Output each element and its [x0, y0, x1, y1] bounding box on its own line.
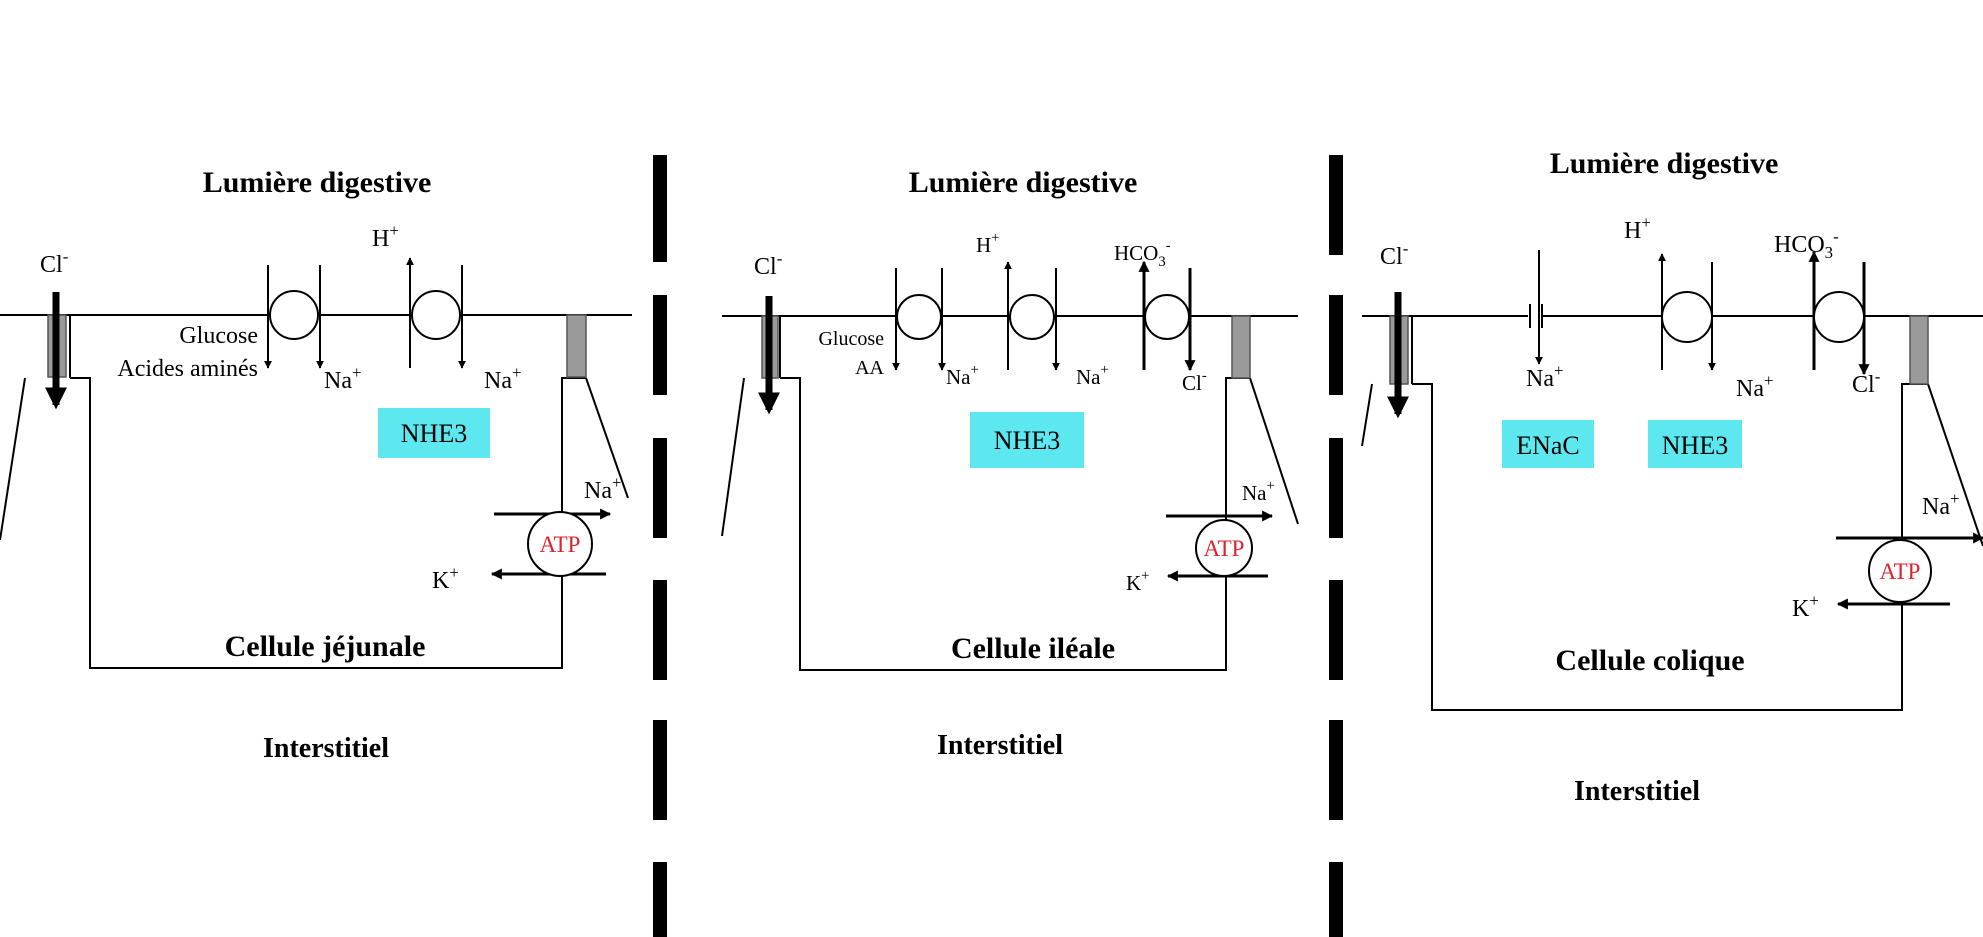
- pump-sodium-label: Na+: [1242, 478, 1275, 505]
- pump-sodium-label: Na+: [1922, 489, 1959, 520]
- nhe3-box: [1648, 420, 1742, 468]
- lumen-title: Lumière digestive: [203, 166, 432, 199]
- enac-box: [1502, 420, 1594, 468]
- chloride-label: Cl-: [1380, 239, 1408, 270]
- antiporter-circle: [411, 290, 461, 340]
- nhe3-label: NHE3: [1662, 431, 1728, 460]
- substrate-label: Glucose: [179, 323, 258, 349]
- interstitium-label: Interstitiel: [263, 733, 389, 764]
- panel-colonic: Lumière digestive Cl- Na+ H+ Na+ HCO3- C…: [1361, 147, 1983, 807]
- sodium-label: Na+: [1076, 362, 1109, 389]
- substrate-label: AA: [855, 357, 884, 379]
- bicarbonate-label: HCO3-: [1114, 238, 1171, 270]
- cotransporter-circle: [269, 290, 319, 340]
- tight-junction-right: [1909, 315, 1929, 385]
- antiporter-circle: [1009, 294, 1055, 340]
- nhe3-box: [970, 412, 1084, 468]
- pump-sodium-label: Na+: [584, 473, 621, 504]
- chloride-label: Cl-: [40, 247, 68, 278]
- cell-name: Cellule iléale: [951, 632, 1115, 665]
- neighbor-cell-left: [1361, 383, 1373, 447]
- proton-label: H+: [976, 230, 999, 257]
- substrate-label: Acides aminés: [117, 356, 258, 382]
- sodium-label: Na+: [1526, 361, 1563, 392]
- exchanger-circle: [1144, 294, 1190, 340]
- neighbor-cell-right: [585, 377, 629, 499]
- sodium-label: Na+: [484, 363, 521, 394]
- atp-pump-circle: [1868, 539, 1932, 603]
- neighbor-cell-left: [0, 377, 26, 541]
- sodium-label: Na+: [324, 363, 361, 394]
- chloride-label: Cl-: [1852, 367, 1880, 398]
- cell-outline: [780, 377, 1250, 671]
- cell-name: Cellule colique: [1555, 644, 1744, 677]
- exchanger-circle: [1813, 291, 1865, 343]
- nhe3-label: NHE3: [994, 426, 1060, 455]
- panel-separators: [653, 155, 1343, 937]
- atp-pump-circle: [527, 511, 593, 577]
- panel-jejunal: Lumière digestive Cl- Glucose Acides ami…: [0, 166, 632, 764]
- cell-name: Cellule jéjunale: [225, 630, 426, 663]
- proton-label: H+: [1624, 213, 1651, 244]
- antiporter-circle: [1661, 291, 1713, 343]
- bicarbonate-label: HCO3-: [1774, 227, 1839, 262]
- chloride-label: Cl-: [1182, 368, 1207, 395]
- pump-potassium-label: K+: [1792, 591, 1819, 622]
- atp-label: ATP: [540, 532, 581, 557]
- nhe3-box: [378, 408, 490, 458]
- neighbor-cell-right: [1249, 377, 1299, 525]
- substrate-label: Glucose: [818, 328, 884, 350]
- proton-label: H+: [372, 221, 399, 252]
- pump-potassium-label: K+: [1126, 568, 1149, 595]
- cell-outline: [1412, 383, 1928, 711]
- atp-label: ATP: [1880, 559, 1921, 584]
- lumen-title: Lumière digestive: [1550, 147, 1779, 180]
- chloride-label: Cl-: [754, 249, 782, 280]
- tight-junction-right: [1231, 315, 1251, 379]
- panel-ileal: Lumière digestive Cl- Glucose AA Na+ H+ …: [721, 166, 1299, 761]
- tight-junction-right: [566, 314, 587, 378]
- neighbor-cell-right: [1927, 383, 1983, 547]
- lumen-title: Lumière digestive: [909, 166, 1138, 199]
- nhe3-label: NHE3: [401, 419, 467, 448]
- interstitium-label: Interstitiel: [937, 730, 1063, 761]
- atp-pump-circle: [1195, 519, 1253, 577]
- sodium-label: Na+: [946, 362, 979, 389]
- sodium-label: Na+: [1736, 371, 1773, 402]
- cell-outline: [70, 377, 586, 669]
- atp-label: ATP: [1204, 536, 1245, 561]
- pump-potassium-label: K+: [432, 563, 459, 594]
- cotransporter-circle: [896, 294, 942, 340]
- interstitium-label: Interstitiel: [1574, 776, 1700, 807]
- enac-label: ENaC: [1516, 431, 1580, 460]
- neighbor-cell-left: [721, 377, 745, 537]
